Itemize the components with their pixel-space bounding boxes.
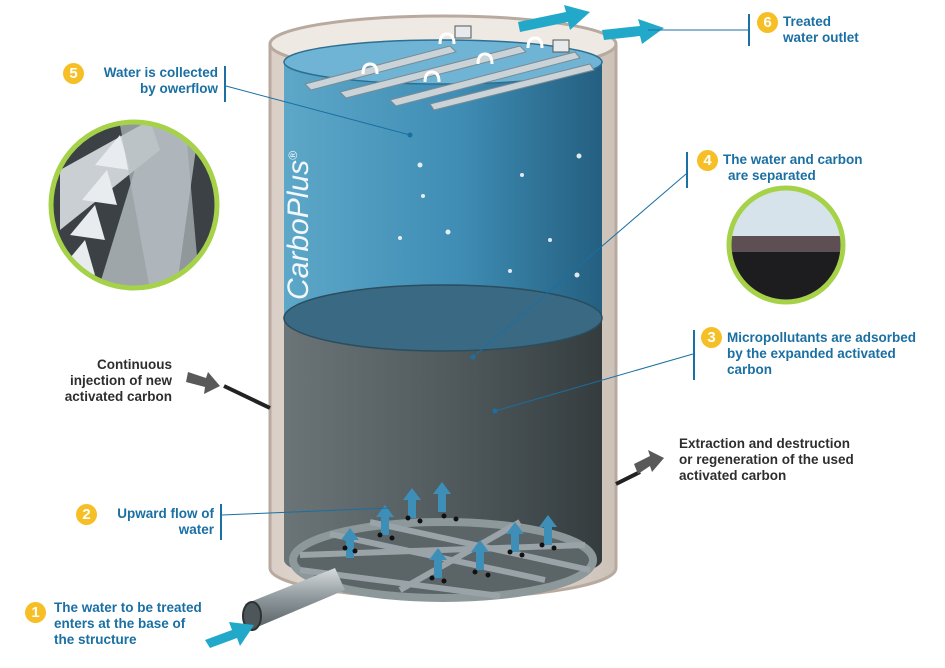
brand-logo: CarboPlus® [282,151,315,300]
overflow-hooks [361,32,544,83]
step4-bar [686,152,688,188]
outlet-arrows [518,5,664,44]
step4-label: The water and carbon are separated [723,152,863,183]
leader-dots [407,132,498,414]
step1-badge: 1 [25,602,46,623]
carbon-extraction-line [615,450,664,486]
step5-bar [224,66,226,102]
step3-bar [693,330,695,380]
activated-carbon-bed [283,284,603,586]
inlet-arrow [205,622,254,648]
step6-bar [748,14,750,46]
separation-detail-photo [726,185,846,305]
water-bubbles [398,153,582,278]
inlet-pipe [242,568,345,631]
step3-badge: 3 [701,327,722,348]
step5-badge: 5 [63,63,84,84]
carbon-injection-line [186,372,271,410]
step2-bar [220,504,222,540]
step2-badge: 2 [76,504,97,525]
leader-lines [221,29,748,516]
step6-badge: 6 [757,12,778,33]
upward-flow-arrows [341,482,557,578]
injection-nozzles [342,513,557,584]
step4-badge: 4 [697,150,718,171]
overflow-detail-photo [48,119,220,291]
